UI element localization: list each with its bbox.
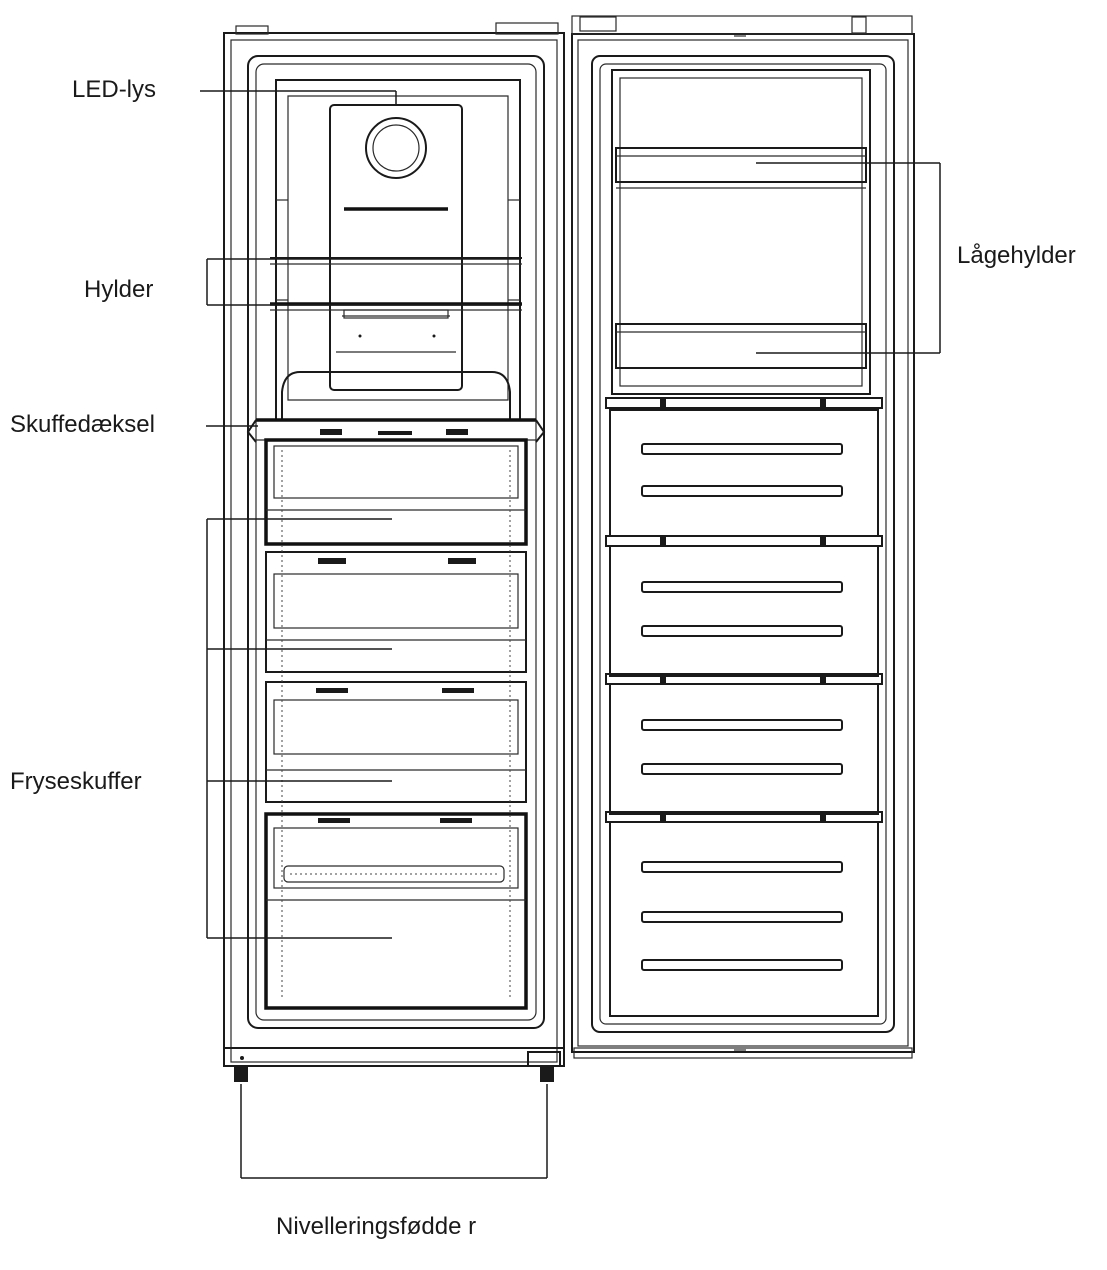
door-panel [571, 15, 915, 1059]
label-led-light: LED-lys [72, 76, 157, 103]
leader-lines [200, 90, 941, 1179]
led-light [329, 104, 463, 391]
leveling-feet [234, 1051, 561, 1082]
door-shelves [611, 69, 871, 395]
freezer-drawers [264, 438, 528, 1010]
door-drawer-fronts [605, 397, 883, 1017]
label-drawer-cover: Skuffedæksel [10, 411, 155, 438]
cabinet-body [223, 22, 565, 1067]
crisper-top [281, 371, 511, 420]
label-shelves: Hylder [84, 276, 154, 303]
label-freezer-drawers: Fryseskuffer [10, 768, 142, 795]
shelves [270, 257, 522, 311]
label-leveling-feet: Nivelleringsfødde r [276, 1213, 477, 1240]
upper-compartment [275, 79, 521, 421]
label-door-shelves: Lågehylder [957, 242, 1076, 269]
